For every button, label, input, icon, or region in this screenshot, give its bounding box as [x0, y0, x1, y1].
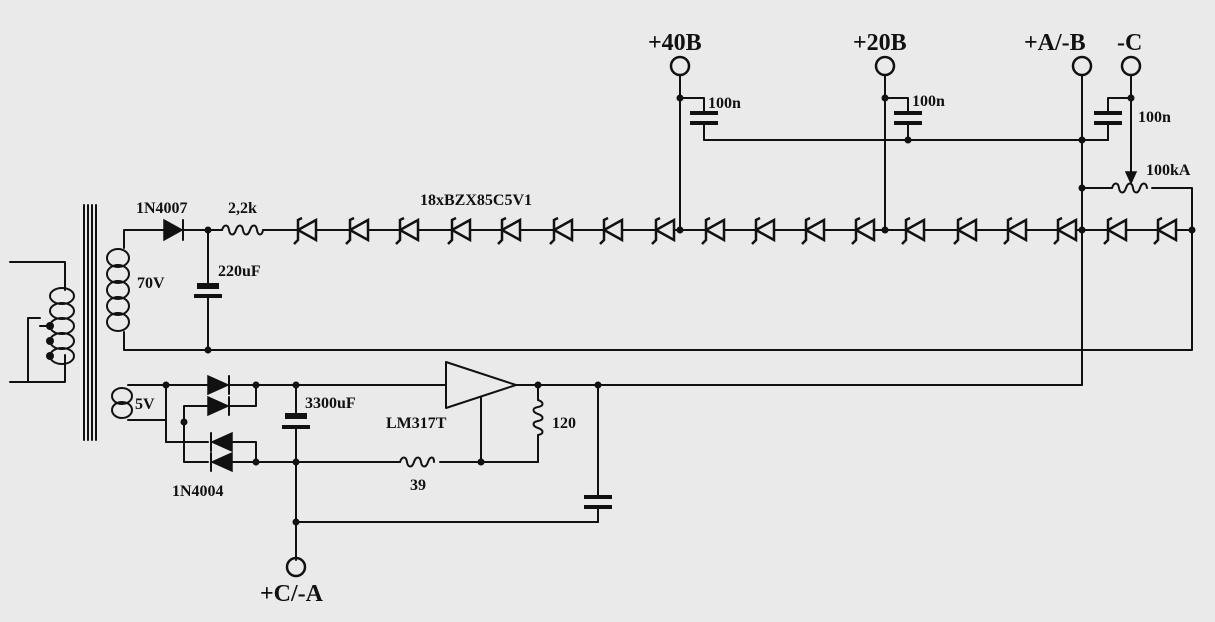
- capacitor-output: [295, 384, 612, 523]
- label-40b: +40B: [648, 30, 702, 56]
- label-lm317t: LM317T: [386, 415, 447, 432]
- primary-taps: [39, 322, 54, 360]
- zener-diode: [1153, 216, 1178, 245]
- resistor-2k2: [221, 224, 264, 236]
- bridge-rectifier: [162, 374, 297, 473]
- zener-diode: [345, 216, 370, 245]
- secondary-hv-winding: [106, 229, 209, 351]
- transformer: [9, 204, 209, 441]
- label-220uf: 220uF: [218, 263, 261, 280]
- tap-20b: [874, 55, 922, 231]
- zener-diode: [851, 216, 876, 245]
- resistor-120: [480, 384, 544, 463]
- rectifier-diode-1n4007: [163, 218, 184, 242]
- zener-diode: [901, 216, 926, 245]
- label-100ka: 100kA: [1146, 162, 1191, 179]
- capacitor-220uf: [194, 229, 222, 354]
- top-rail: [159, 216, 1196, 245]
- zener-diode: [549, 216, 574, 245]
- label-c-a: +C/-A: [260, 581, 324, 607]
- regulator-lm317t: [445, 361, 1083, 466]
- label-zener-chain: 18xBZX85C5V1: [420, 192, 532, 209]
- label-a-b: +A/-B: [1024, 30, 1086, 56]
- zener-diode: [751, 216, 776, 245]
- return-rail: [207, 229, 1193, 351]
- label-120: 120: [552, 415, 576, 432]
- capacitor-3300uf: [255, 381, 446, 561]
- label-39: 39: [410, 477, 426, 494]
- zener-diode: [1053, 216, 1078, 245]
- zener-diode: [497, 216, 522, 245]
- label-100n-20: 100n: [912, 93, 945, 110]
- zener-diode: [701, 216, 726, 245]
- zener-diode: [801, 216, 826, 245]
- zener-diode: [395, 216, 420, 245]
- label-20b: +20B: [853, 30, 907, 56]
- zener-diode: [293, 216, 318, 245]
- label-2k2: 2,2k: [228, 200, 257, 217]
- zener-diode: [1003, 216, 1028, 245]
- resistor-39: [295, 456, 482, 468]
- transformer-core: [83, 204, 97, 441]
- label-1n4004: 1N4004: [172, 483, 224, 500]
- label-100n-40: 100n: [708, 95, 741, 112]
- zener-diode: [1103, 216, 1128, 245]
- zener-chain: [293, 216, 1178, 245]
- label-5v: 5V: [135, 396, 155, 413]
- label-3300uf: 3300uF: [305, 395, 356, 412]
- secondary-lv-winding: [111, 384, 167, 421]
- terminal-c-a: [285, 556, 307, 578]
- zener-diode: [447, 216, 472, 245]
- label-c: -C: [1117, 30, 1142, 56]
- label-70v: 70V: [137, 275, 165, 292]
- zener-diode: [599, 216, 624, 245]
- potentiometer-100ka: [1081, 182, 1193, 231]
- tap-40b: [669, 55, 718, 231]
- label-100n-c: 100n: [1138, 109, 1171, 126]
- zener-diode: [651, 216, 676, 245]
- label-1n4007: 1N4007: [136, 200, 188, 217]
- tap-c: [1081, 55, 1142, 185]
- zener-diode: [953, 216, 978, 245]
